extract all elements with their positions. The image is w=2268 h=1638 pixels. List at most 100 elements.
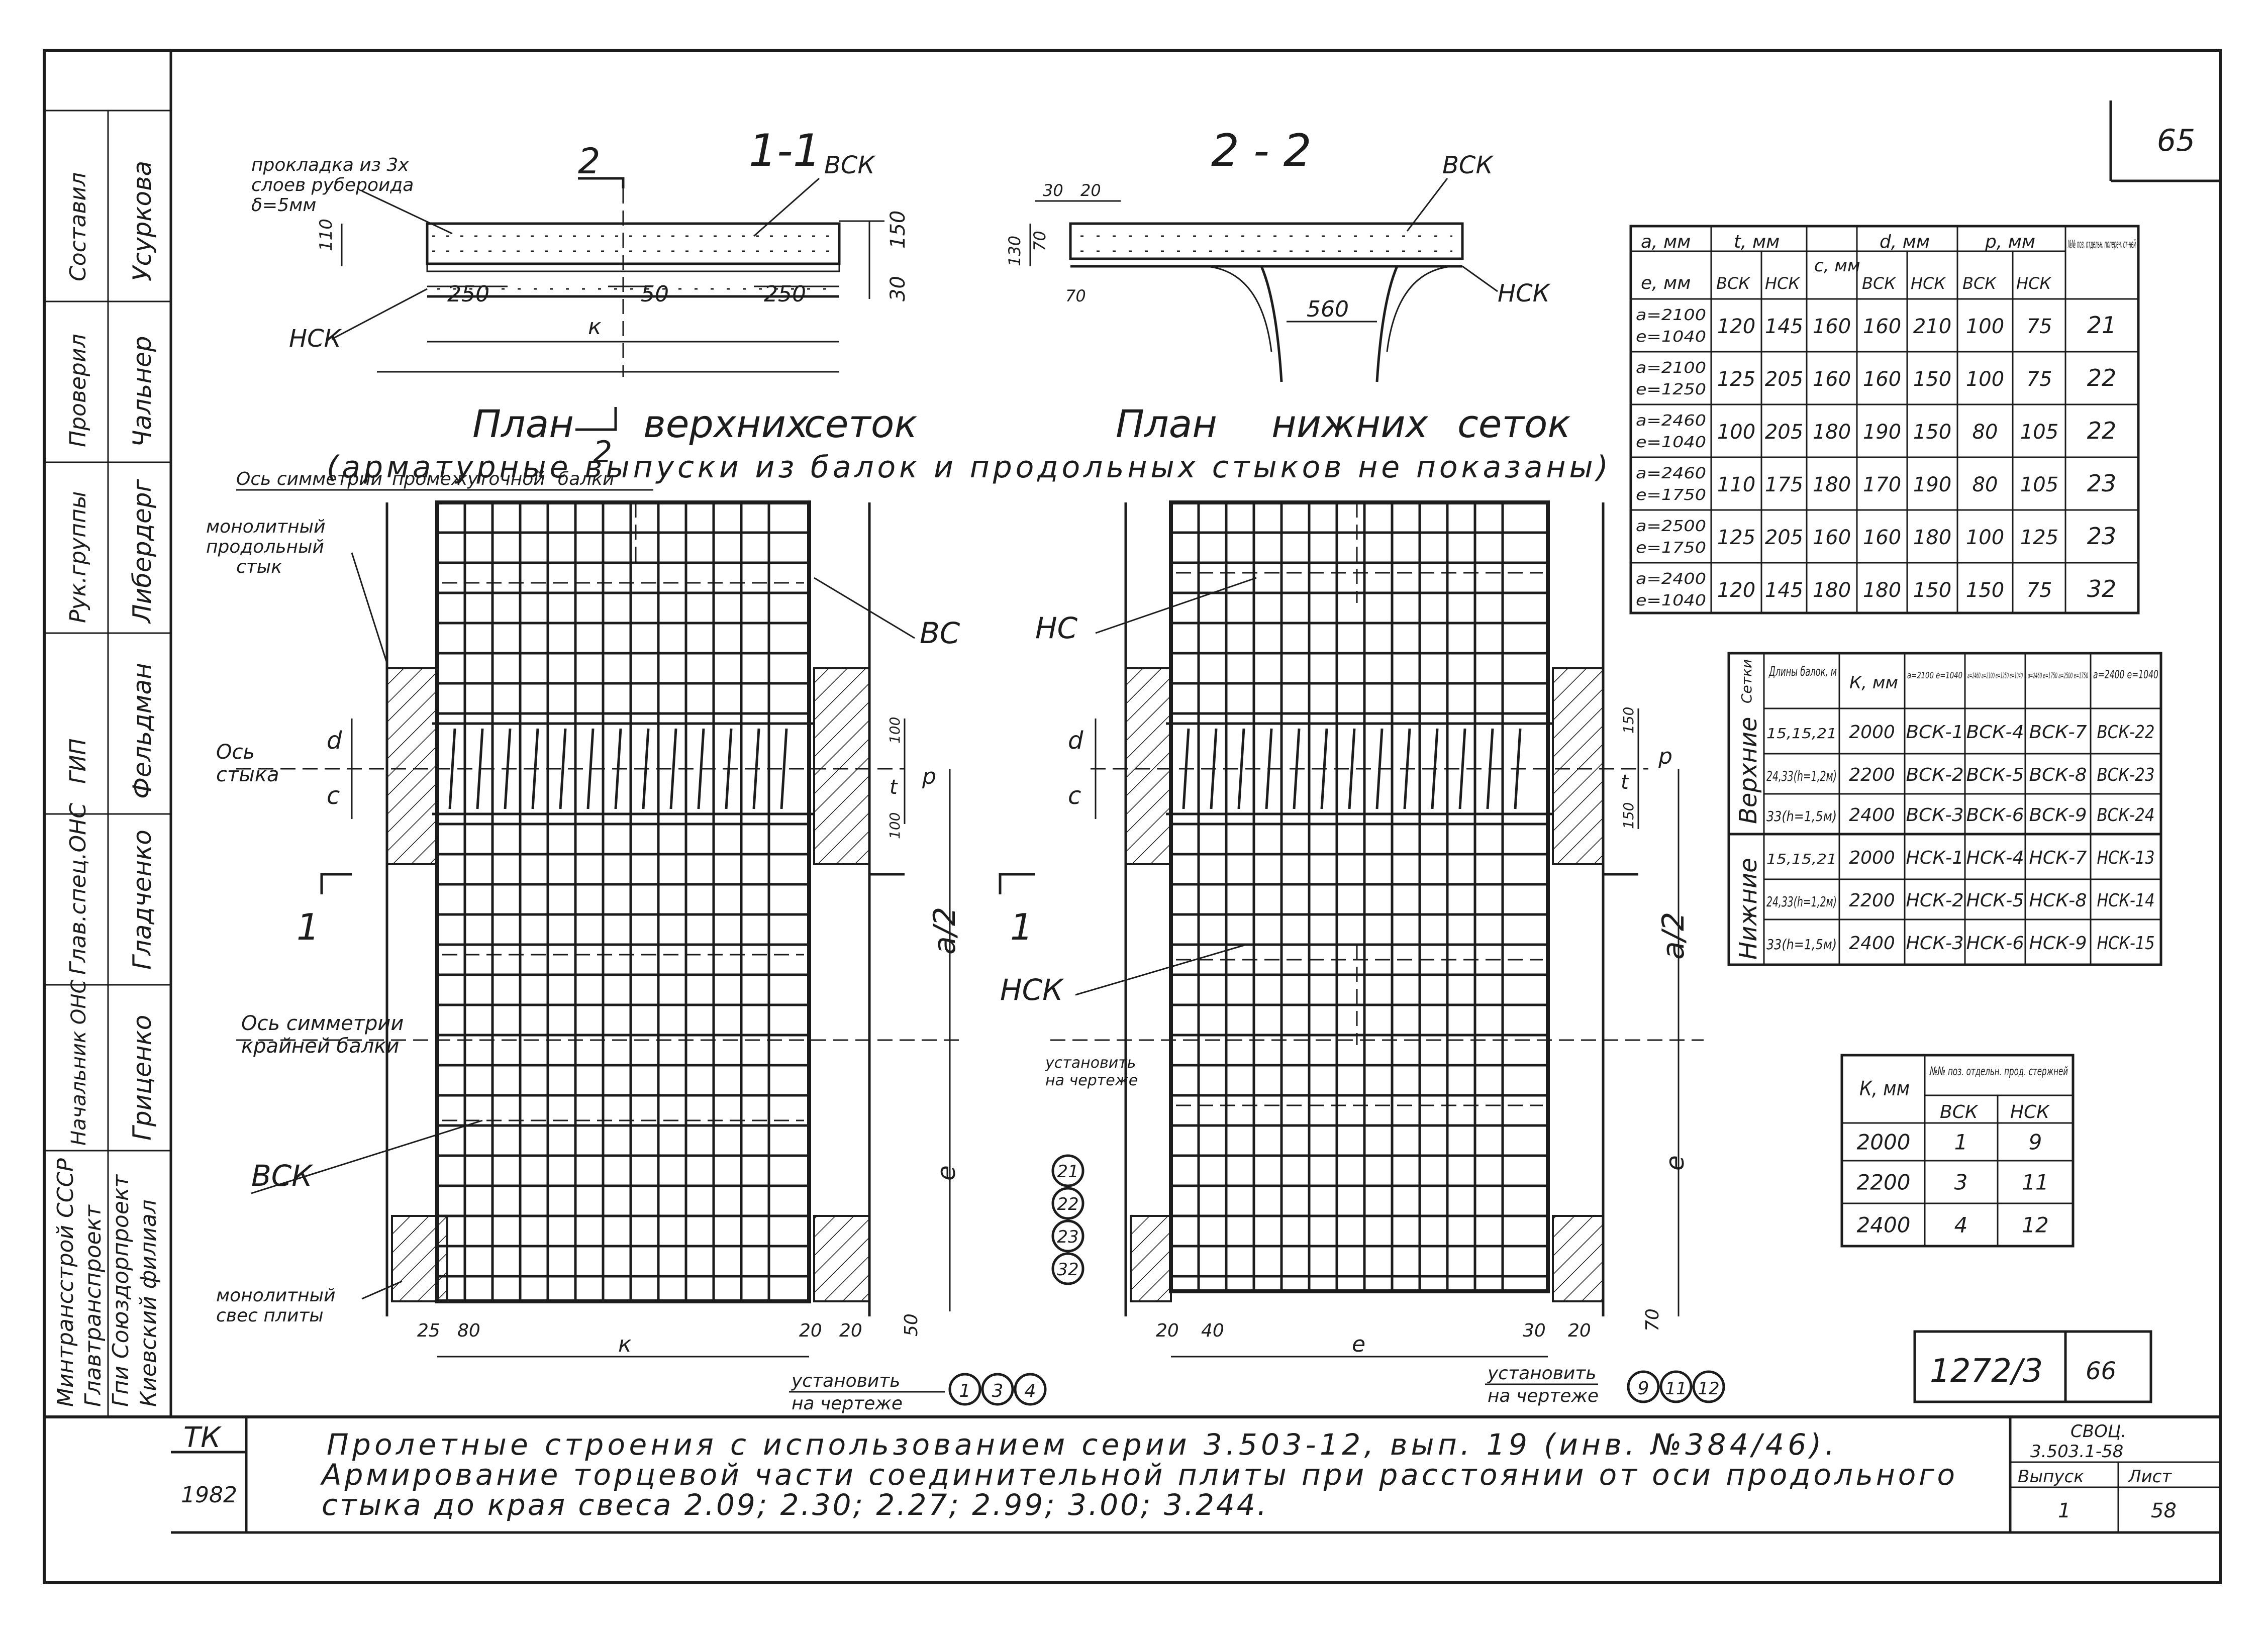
params-cell-e: e=1750 [1636, 539, 1706, 557]
strip-role-4: ГИП [65, 738, 91, 784]
params-cell: 125 [1717, 368, 1755, 391]
meshes-cell: ВСК-5 [1966, 765, 2024, 785]
meshes-cell: ВСК-3 [1906, 805, 1964, 826]
meshes-h-c2: a=2460 a=2100 e=1250 e=1040 [1967, 671, 2023, 680]
plan-bottom-dim-20a: 20 [1156, 1320, 1179, 1341]
plan-top-title-3: сеток [804, 401, 917, 446]
plan-bottom-dim-c: c [1068, 782, 1081, 810]
params-h-a: a, мм [1641, 232, 1691, 252]
plan-bottom-dim-30: 30 [1523, 1320, 1546, 1341]
plan-bottom-dim-e: e [1660, 1155, 1690, 1171]
section-1-1: 1-1 2 ВСК НСК прокладка из 3х слоев рубе… [251, 125, 910, 377]
section-1-1-dim-50: 50 [641, 281, 669, 307]
meshes-h-setki: Сетки [1738, 659, 1755, 703]
params-cell-a: a=2460 [1636, 412, 1706, 430]
rods-h-vsk: ВСК [1940, 1102, 1979, 1122]
section-1-1-note-2: слоев рубероида [251, 175, 414, 195]
stamp-org: ТК [183, 1421, 222, 1454]
rods-h-k: К, мм [1859, 1077, 1910, 1100]
meshes-cell: 2000 [1849, 722, 1895, 743]
section-1-1-note-3: δ=5мм [251, 195, 316, 216]
position-mark-23: 23 [1057, 1227, 1078, 1247]
meshes-h-c3: a=2460 e=1750 a=2500 e=1750 [2028, 671, 2088, 680]
params-cell: 145 [1765, 315, 1803, 338]
stamp-sheet-label: Лист [2127, 1467, 2172, 1487]
meshes-cell: НСК-15 [2097, 933, 2155, 954]
install-drawing-1: установить [1045, 1054, 1136, 1072]
params-cell: 100 [1966, 526, 2004, 549]
plan-top-cut-2: 2 [593, 435, 612, 470]
axis-edge-label-2: крайней балки [241, 1035, 399, 1058]
strip-org-3: Гпи Союздорпроект [108, 1174, 134, 1407]
strip-org-4: Киевский филиал [136, 1199, 161, 1407]
params-h-p: p, мм [1985, 232, 2035, 252]
params-cell-a: a=2400 [1636, 570, 1706, 588]
plan-top-dim-25: 25 [417, 1320, 440, 1341]
section-2-2-dim-70b: 70 [1065, 286, 1086, 305]
position-mark-21: 21 [1057, 1162, 1078, 1182]
drawing-code-box: 1272/3 66 [1913, 1330, 2152, 1403]
title-line-1: Пролетные строения с использованием сери… [327, 1427, 1834, 1462]
params-cell: 100 [1966, 315, 2004, 338]
meshes-cell: 2400 [1849, 805, 1895, 826]
axis-joint-label-2: стыка [216, 763, 279, 786]
params-cell: 150 [1913, 421, 1951, 444]
params-cell: 75 [2027, 368, 2052, 391]
axis-symmetry-label-1: Ось симметрии [236, 469, 382, 489]
strip-name-4: Фельдман [128, 663, 157, 799]
plan-top-dim-100b: 100 [886, 812, 903, 839]
plan-top-dim-p: p [922, 764, 936, 789]
stamp-issue-value: 1 [2058, 1499, 2070, 1522]
params-h-p-nsk: НСК [2016, 274, 2051, 293]
plan-top-dim-t: t [890, 776, 898, 799]
meshes-cell: НСК-1 [1906, 848, 1964, 868]
sheet-number-bottom: 66 [2086, 1357, 2116, 1385]
plan-top-install-2: на чертеже [792, 1393, 903, 1414]
params-cell: 80 [1973, 473, 1998, 496]
monolithic-overhang-label-2: свес плиты [216, 1305, 324, 1326]
strip-name-6: Гриценко [128, 1015, 157, 1141]
position-marks: 21 22 23 32 [1051, 1154, 1084, 1285]
meshes-cell: ВСК-23 [2097, 765, 2155, 785]
meshes-cell: НСК-5 [1966, 890, 2024, 911]
monolithic-joint-label-1: монолитный [206, 517, 325, 537]
params-cell: 105 [2020, 473, 2058, 496]
params-cell: 105 [2020, 421, 2058, 444]
plan-bottom-dim-a2: a/2 [1656, 912, 1691, 960]
plan-bottom-cut-1: 1 [1010, 906, 1033, 948]
meshes-cell: 24,33(h=1,2м) [1766, 768, 1837, 784]
params-cell: 160 [1813, 368, 1851, 391]
params-h-pos: №№ поз. отдельн. попереч. ст-ней [2068, 238, 2136, 251]
params-cell: 180 [1813, 579, 1851, 602]
params-h-c: c, мм [1814, 256, 1860, 276]
plan-top-title-2: верхних [643, 401, 809, 446]
plan-bottom-install-mark-3: 12 [1698, 1379, 1719, 1399]
params-cell-a: a=2460 [1636, 465, 1706, 482]
strip-role-1: Составил [65, 172, 91, 281]
plan-bottom-dim-p: p [1658, 744, 1672, 769]
params-h-d-nsk: НСК [1911, 274, 1946, 293]
params-cell: 175 [1765, 473, 1803, 496]
strip-org-2: Главтранспроект [80, 1204, 106, 1407]
params-cell: 160 [1813, 315, 1851, 338]
plan-bottom-install-1: установить [1487, 1363, 1597, 1384]
params-cell: 160 [1863, 315, 1901, 338]
params-cell: 75 [2027, 315, 2052, 338]
plan-top-meshes: Ось симметрии промежуточной балки моноли… [206, 469, 1047, 1414]
plan-bottom-install-mark-2: 11 [1665, 1379, 1687, 1399]
label-nsk: НСК [1000, 973, 1064, 1007]
title-block: ТК 1982 Пролетные строения с использован… [171, 1417, 2220, 1534]
table-rods: К, мм №№ поз. отдельн. прод. стержней ВС… [1840, 1054, 2075, 1248]
meshes-group-bottom: Нижние [1734, 858, 1762, 960]
meshes-h-c1: a=2100 e=1040 [1907, 670, 1962, 681]
plan-bottom-dim-d: d [1068, 727, 1083, 755]
strip-role-3: Рук.группы [65, 491, 91, 624]
params-h-t-nsk: НСК [1765, 274, 1800, 293]
section-2-2-dim-560: 560 [1307, 296, 1349, 322]
plan-top-dim-c: c [327, 782, 340, 810]
params-cell: 23 [2087, 523, 2117, 550]
monolithic-joint-label-3: стык [236, 557, 282, 577]
position-mark-32: 32 [1057, 1260, 1078, 1280]
label-vs: ВС [920, 616, 960, 650]
plan-top-dim-100a: 100 [886, 717, 903, 744]
